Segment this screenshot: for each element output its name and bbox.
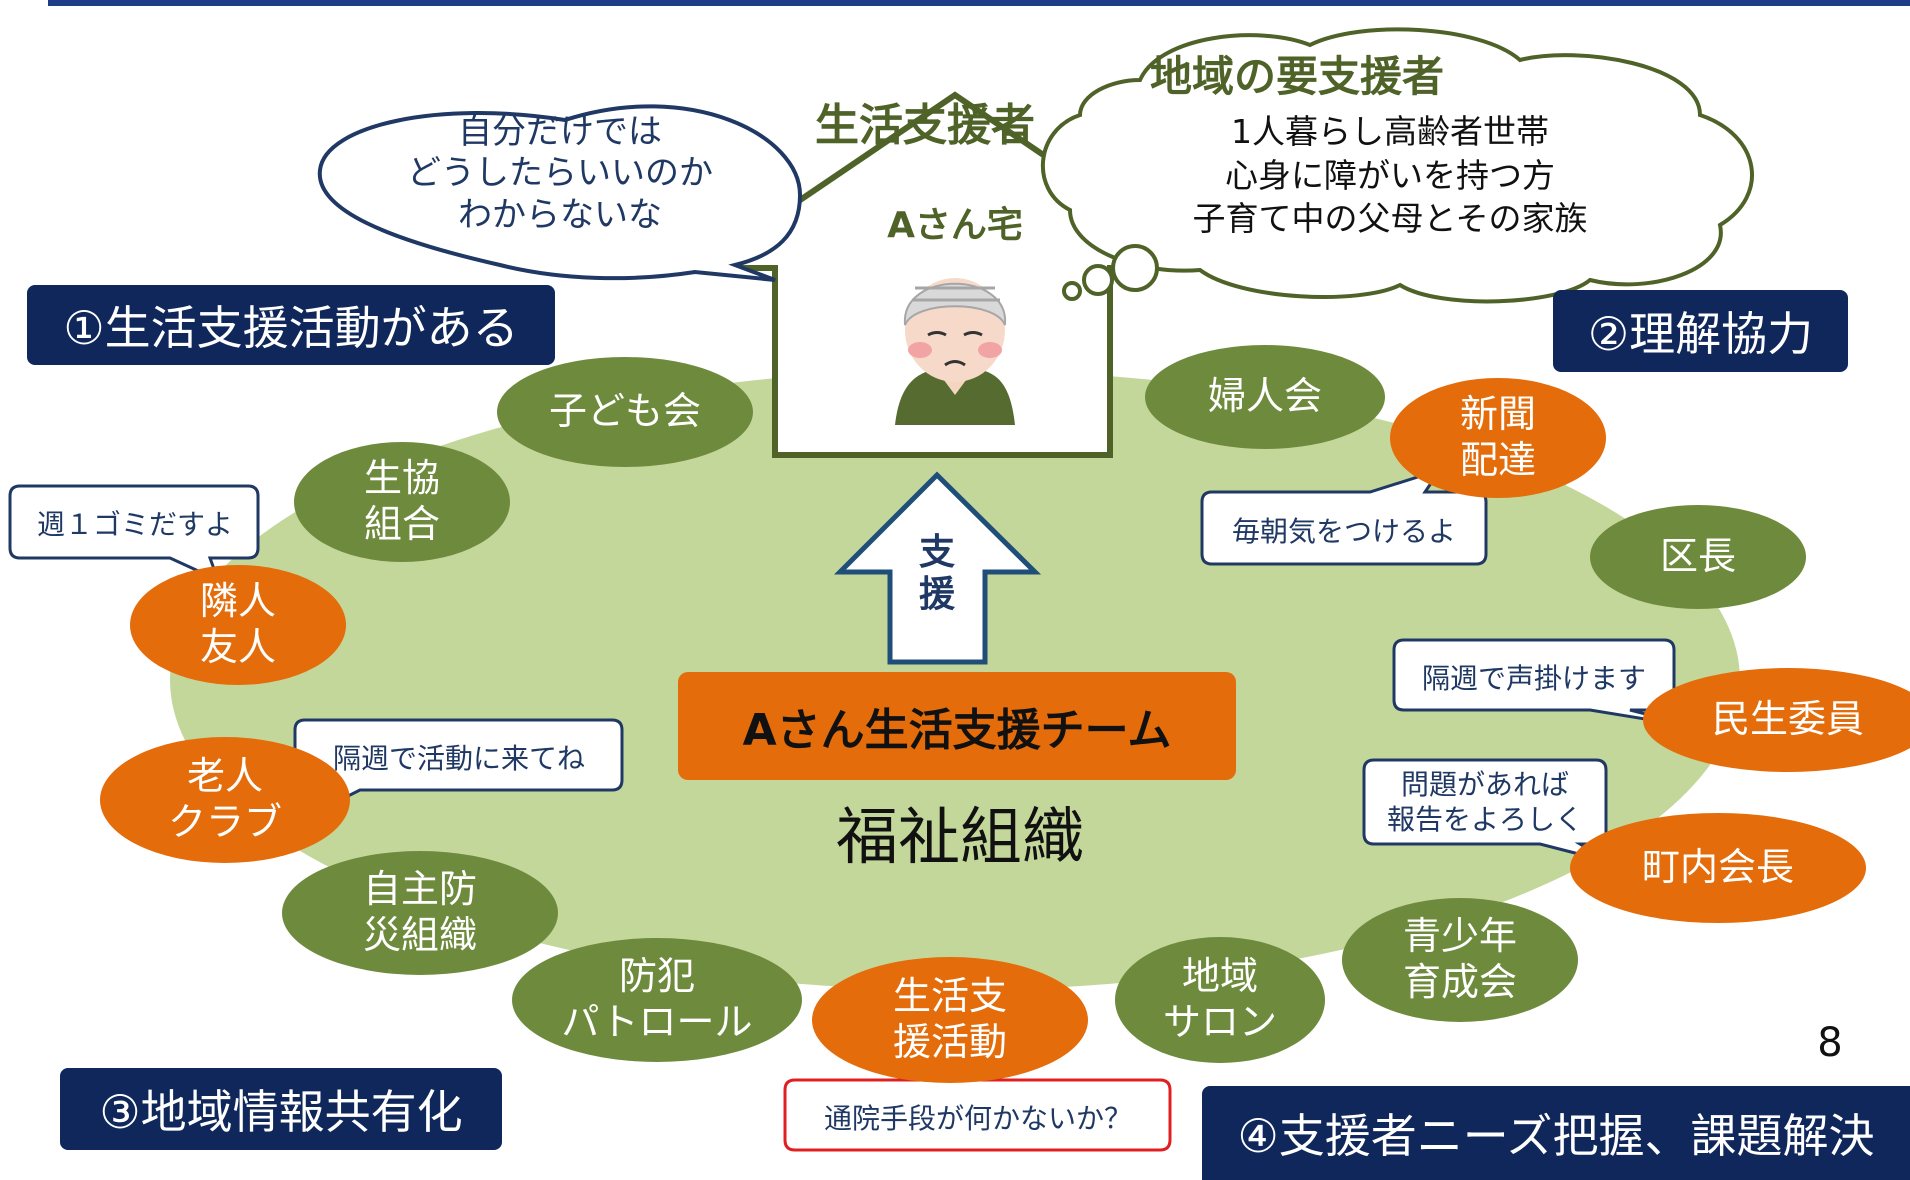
- node-seishonen: 青少年 育成会: [1402, 914, 1517, 1004]
- section-4-box: ④支援者ニーズ把握、課題解決: [1202, 1086, 1910, 1180]
- support-arrow: [833, 471, 1042, 665]
- node-minsei: 民生委員: [1711, 697, 1864, 742]
- needs-thought-cloud: [1040, 27, 1755, 304]
- needs-lines: 1人暮らし高齢者世帯 心身に障がいを持つ方 子育て中の父母とその家族: [1192, 112, 1588, 239]
- node-roujin: 老人 クラブ: [167, 754, 282, 844]
- section-1-label: ①生活支援活動がある: [63, 301, 519, 355]
- node-roujin-shape: [100, 737, 350, 863]
- top-rule: [48, 0, 1910, 6]
- node-shinbun-shape: [1390, 378, 1606, 498]
- callout-katsudo: 隔週で活動に来てね: [332, 742, 585, 775]
- page-number: 8: [1817, 1020, 1843, 1066]
- thought-dot-medium: [1082, 264, 1114, 296]
- node-kodomokai-shape: [497, 357, 753, 467]
- resident-speech-text: 自分だけでは どうしたらいいのか わからないな: [407, 112, 713, 235]
- node-seikyo-shape: [294, 442, 510, 562]
- node-seishonen-shape: [1342, 898, 1578, 1022]
- section-3-label: ③地域情報共有化: [99, 1085, 463, 1139]
- section-4-label: ④支援者ニーズ把握、課題解決: [1237, 1109, 1875, 1163]
- section-3-box: ③地域情報共有化: [60, 1068, 502, 1150]
- callout-tsuin: 通院手段が何かないか？: [823, 1102, 1132, 1135]
- organization-label: 福祉組織: [835, 800, 1084, 873]
- callout-hokoku: 問題があれば 報告をよろしく: [1386, 768, 1583, 836]
- node-minsei-shape: [1643, 668, 1910, 772]
- team-box: Aさん生活支援チーム: [678, 672, 1236, 780]
- section-1-box: ①生活支援活動がある: [27, 285, 555, 365]
- node-fujinkai: 婦人会: [1207, 374, 1322, 419]
- page-title: 生活支援者: [815, 100, 1035, 151]
- thought-dot-small: [1062, 281, 1082, 301]
- support-arrow-label: 支 援: [918, 532, 955, 616]
- section-2-box: ②理解協力: [1553, 290, 1848, 372]
- node-seikatsu: 生活支 援活動: [892, 974, 1007, 1064]
- node-rinjin-shape: [130, 565, 346, 685]
- thought-dot-large: [1111, 244, 1159, 292]
- node-shinbun: 新聞 配達: [1459, 392, 1536, 482]
- node-jishubo: 自主防 災組織: [362, 867, 477, 957]
- section-2-label: ②理解協力: [1587, 307, 1814, 361]
- node-bohan: 防犯 パトロール: [561, 954, 753, 1044]
- resident-speech-bubble: [317, 104, 803, 282]
- node-kucho-shape: [1590, 505, 1806, 609]
- node-seikatsu-shape: [812, 957, 1088, 1083]
- house-label: Aさん宅: [887, 205, 1023, 246]
- callout-gomi: 週１ゴミだすよ: [36, 508, 233, 541]
- node-rinjin: 隣人 友人: [199, 579, 276, 669]
- node-kodomokai: 子ども会: [548, 389, 701, 434]
- node-chiiki-shape: [1115, 937, 1325, 1063]
- elderly-man-icon: [895, 278, 1015, 425]
- node-chiiki: 地域 サロン: [1162, 954, 1277, 1044]
- callout-asa: 毎朝気をつけるよ: [1231, 515, 1456, 548]
- callout-koekake: 隔週で声掛けます: [1421, 662, 1646, 695]
- node-seikyo: 生協 組合: [363, 456, 440, 546]
- node-jishubo-shape: [282, 851, 558, 975]
- node-bohan-shape: [512, 938, 802, 1062]
- callout-tsuin-shape: [783, 1056, 1172, 1152]
- team-label: Aさん生活支援チーム: [742, 705, 1172, 756]
- node-chonai-shape: [1570, 813, 1866, 923]
- node-kucho: 区長: [1659, 534, 1736, 579]
- node-chonai: 町内会長: [1641, 845, 1794, 890]
- needs-heading: 地域の要支援者: [1150, 52, 1445, 101]
- node-fujinkai-shape: [1145, 345, 1385, 449]
